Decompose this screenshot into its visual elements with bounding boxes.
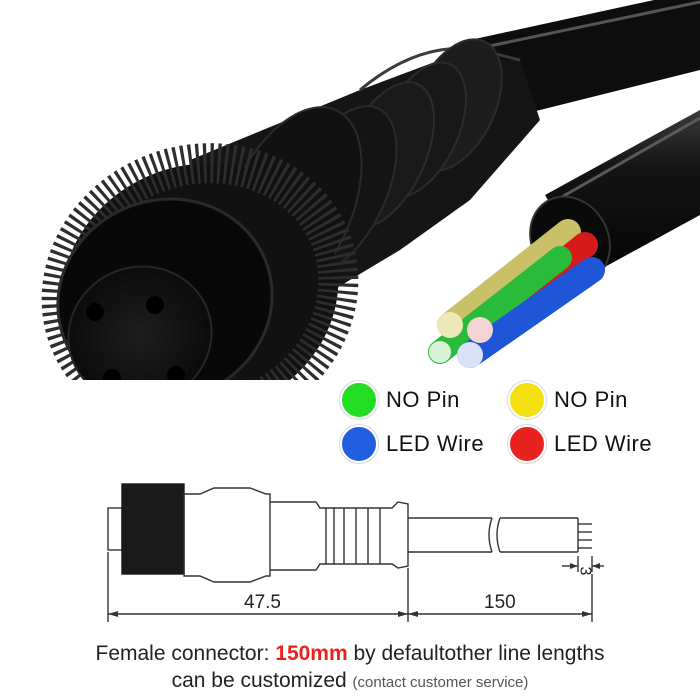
legend-item-blue: LED Wire [340,424,484,464]
caption-note: (contact customer service) [352,674,529,691]
connector-photo [41,0,700,380]
caption-line-1: Female connector: 150mm by defaultother … [0,640,700,667]
caption-prefix: Female connector: [95,642,276,665]
legend-label: NO Pin [386,387,460,412]
caption-suffix: by defaultother line lengths [347,642,605,665]
legend-item-yellow: NO Pin [508,380,628,420]
strip-length-label: 3 [576,566,594,576]
legend-label: NO Pin [554,387,628,412]
caption-line-2: can be customized (contact customer serv… [0,667,700,696]
default-length-highlight: 150mm [275,642,348,665]
cable-length-label: 150 [484,592,516,613]
green-dot-icon [340,381,378,419]
exposed-wires [428,219,605,368]
body-length-label: 47.5 [244,592,281,613]
legend-item-red: LED Wire [508,424,652,464]
blue-dot-icon [340,425,378,463]
yellow-dot-icon [508,381,546,419]
red-dot-icon [508,425,546,463]
caption-main: can be customized [171,669,353,692]
legend-item-green: NO Pin [340,380,460,420]
socket-holes [86,296,185,380]
legend-label: LED Wire [554,431,653,456]
coupling-nut [41,143,359,380]
legend-label: LED Wire [386,431,485,456]
